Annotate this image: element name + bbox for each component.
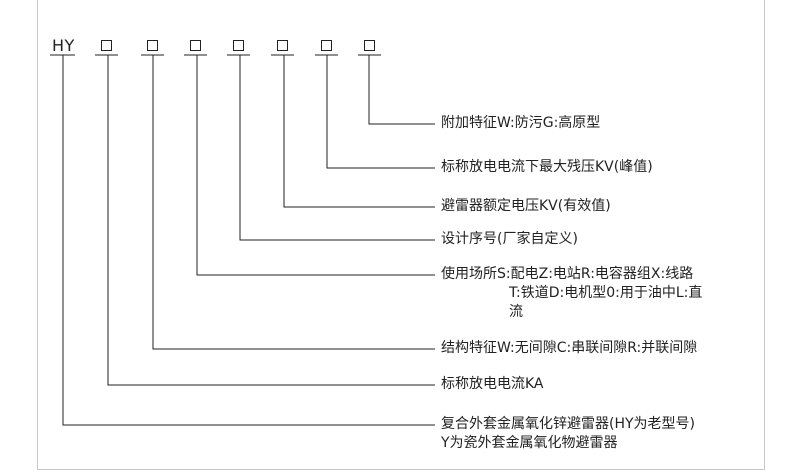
label-feature: 附加特征W:防污G:高原型 <box>441 115 601 131</box>
label-residual-voltage: 标称放电电流下最大残压KV(峰值) <box>441 159 653 175</box>
leader-rated-voltage <box>283 55 435 208</box>
leader-structure <box>152 55 435 350</box>
slot-box-5 <box>277 40 288 51</box>
leader-residual-voltage <box>326 55 435 169</box>
label-type-line1: 复合外套金属氧化锌避雷器(HY为老型号) <box>441 416 696 432</box>
label-usage: 使用场所S:配电Z:电站R:电容器组X:线路 T:铁道D:电机型0:用于油中L:… <box>441 265 702 322</box>
slot-box-3 <box>190 40 201 51</box>
label-type-line2: Y为瓷外套金属氧化物避雷器 <box>441 435 618 451</box>
diagram-frame <box>37 0 765 470</box>
slot-box-7 <box>364 40 375 51</box>
label-usage-line3: 流 <box>509 304 523 320</box>
label-rated-voltage: 避雷器额定电压KV(有效值) <box>441 198 611 214</box>
label-design-serial: 设计序号(厂家自定义) <box>441 231 578 247</box>
label-usage-line1: 使用场所S:配电Z:电站R:电容器组X:线路 <box>441 266 694 282</box>
label-structure: 结构特征W:无间隙C:串联间隙R:并联间隙 <box>441 340 698 356</box>
leader-discharge-current <box>107 55 435 386</box>
label-usage-line2: T:铁道D:电机型0:用于油中L:直 <box>509 285 703 301</box>
label-type: 复合外套金属氧化锌避雷器(HY为老型号) Y为瓷外套金属氧化物避雷器 <box>441 415 695 453</box>
slot-box-2 <box>147 40 158 51</box>
leader-type <box>62 55 435 426</box>
slot-box-6 <box>321 40 332 51</box>
leader-usage <box>196 55 435 276</box>
slot-box-4 <box>233 40 244 51</box>
slot-box-1 <box>101 40 112 51</box>
leader-feature <box>368 55 435 125</box>
model-prefix: HY <box>52 36 75 55</box>
leader-design-serial <box>239 55 435 241</box>
label-discharge-current: 标称放电电流KA <box>441 376 544 392</box>
